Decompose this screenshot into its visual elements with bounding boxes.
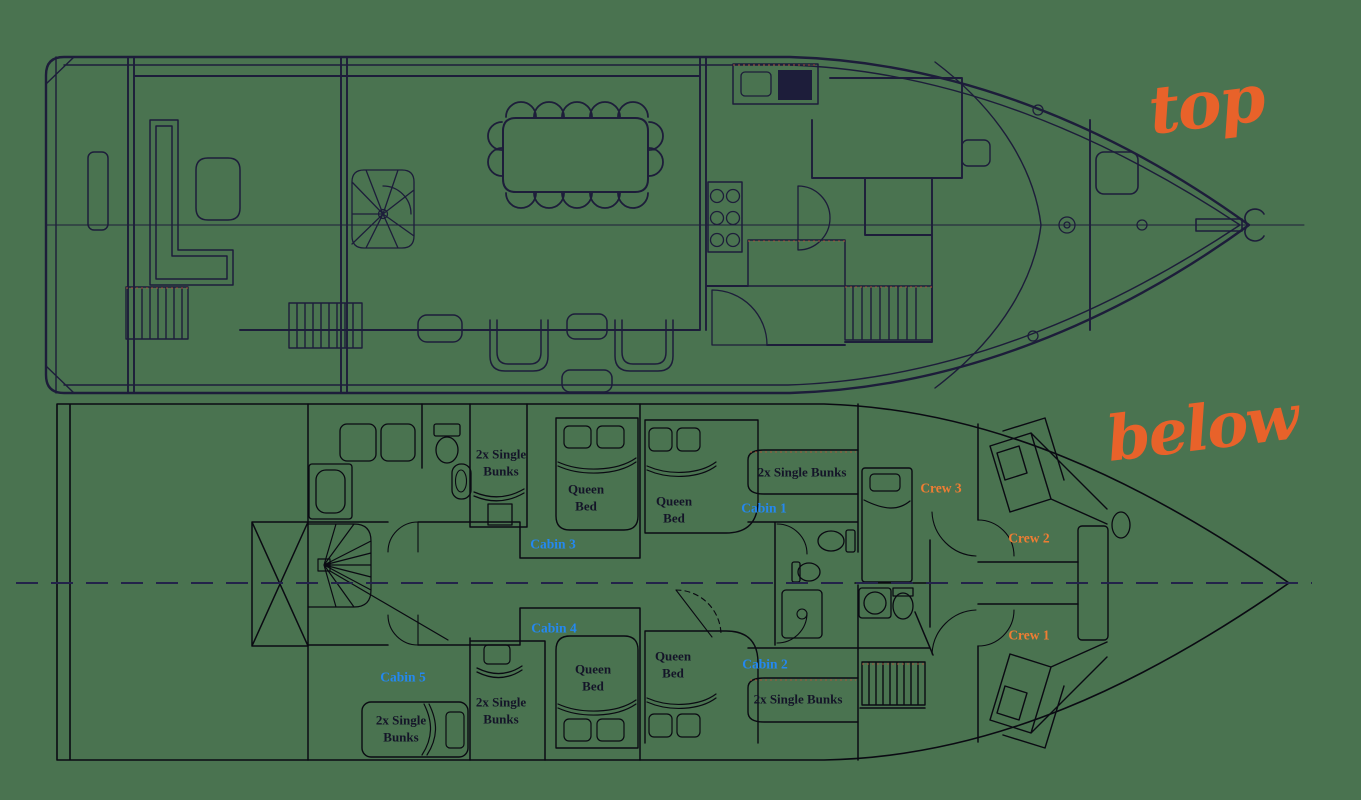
cabin4-queen-label: Queen Bed xyxy=(574,661,612,693)
cabin-4-label: Cabin 4 xyxy=(531,620,577,636)
cabin2-queen-label: Queen Bed xyxy=(654,648,692,680)
cabin3-queen-label: Queen Bed xyxy=(567,481,605,513)
below-deck-plan xyxy=(56,403,1290,761)
top-deck-plan xyxy=(44,55,1305,395)
top-deck-title: top xyxy=(1144,58,1268,150)
cabin3-bunks-label: 2x Single Bunks xyxy=(475,446,527,478)
crew-3-label: Crew 3 xyxy=(920,480,962,496)
cabin-2-label: Cabin 2 xyxy=(742,656,788,672)
cabin5-bunks-label: 2x Single Bunks xyxy=(375,712,427,744)
midship-bunks-label: 2x Single Bunks xyxy=(475,694,527,726)
cabin-5-label: Cabin 5 xyxy=(380,669,426,685)
cabin1-bunks-label: 2x Single Bunks xyxy=(757,464,847,480)
dotted-accents xyxy=(126,64,932,681)
crew-1-label: Crew 1 xyxy=(1008,627,1050,643)
cabin-1-label: Cabin 1 xyxy=(741,500,787,516)
cabin1-queen-label: Queen Bed xyxy=(655,493,693,525)
cabin-3-label: Cabin 3 xyxy=(530,536,576,552)
cabin2-bunks-label: 2x Single Bunks xyxy=(753,691,843,707)
crew-2-label: Crew 2 xyxy=(1008,530,1050,546)
